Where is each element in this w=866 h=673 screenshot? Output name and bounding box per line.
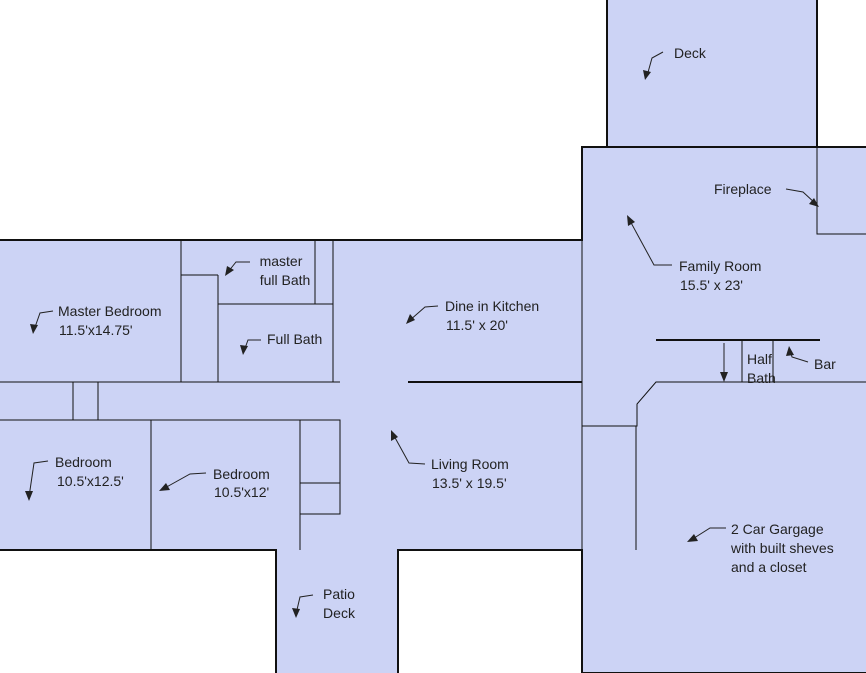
- label-patio-1: Patio: [323, 586, 355, 602]
- label-garage-1: 2 Car Gargage: [731, 521, 824, 537]
- label-bedroom-2-size: 10.5'x12': [214, 484, 269, 500]
- label-family-room-size: 15.5' x 23': [680, 277, 743, 293]
- floor-deck: [607, 0, 817, 147]
- wall-closets-east: [299, 419, 341, 550]
- arrow-deck: [646, 51, 664, 77]
- arrow-bedroom-1-head: [25, 491, 33, 501]
- arrow-bedroom-1: [28, 460, 49, 498]
- label-half-bath-2: Bath: [747, 370, 776, 386]
- label-family-room: Family Room: [679, 258, 761, 274]
- label-master-bedroom-size: 11.5'x14.75': [59, 322, 133, 338]
- arrow-patio-head: [292, 608, 300, 618]
- arrow-fireplace-head: [809, 198, 819, 207]
- label-master-bath-2: full Bath: [260, 272, 311, 288]
- wall-fireplace: [816, 147, 866, 235]
- leader-arrows: [25, 51, 819, 618]
- label-bar: Bar: [814, 356, 836, 372]
- label-garage-3: and a closet: [731, 559, 807, 575]
- wall-house-top: [0, 146, 866, 241]
- arrow-deck-head: [643, 70, 651, 80]
- label-deck: Deck: [674, 45, 707, 61]
- arrow-bedroom-2-head: [159, 483, 170, 491]
- label-patio-2: Deck: [323, 605, 356, 621]
- label-bedroom-1: Bedroom: [55, 454, 112, 470]
- floor-main: [0, 147, 866, 673]
- label-living-room-size: 13.5' x 19.5': [432, 475, 507, 491]
- arrow-family-room: [628, 218, 672, 266]
- arrow-kitchen: [408, 305, 439, 322]
- room-labels: Deck Fireplace Family Room 15.5' x 23' m…: [55, 45, 836, 621]
- interior-walls: [0, 147, 866, 550]
- arrow-bedroom-2: [162, 472, 207, 490]
- arrow-garage-head: [687, 534, 698, 542]
- arrow-master-bath-head: [225, 266, 234, 276]
- arrow-patio: [295, 594, 314, 615]
- arrow-bar-head: [786, 346, 794, 356]
- label-master-bedroom: Master Bedroom: [58, 303, 161, 319]
- label-garage-2: with built sheves: [730, 540, 834, 556]
- arrow-living-room: [392, 433, 426, 465]
- label-master-bath-1: master: [260, 253, 303, 269]
- wall-house-bottom: [0, 549, 277, 673]
- label-full-bath: Full Bath: [267, 331, 322, 347]
- label-kitchen: Dine in Kitchen: [445, 298, 539, 314]
- arrow-living-room-head: [391, 430, 398, 441]
- arrow-kitchen-head: [406, 314, 415, 324]
- arrow-garage: [690, 527, 726, 541]
- label-living-room: Living Room: [431, 456, 509, 472]
- arrow-fireplace: [785, 188, 817, 205]
- arrow-master-bed-head: [30, 324, 38, 334]
- arrow-full-bath-head: [240, 345, 248, 355]
- label-bedroom-2: Bedroom: [213, 466, 270, 482]
- label-half-bath-1: Half: [747, 351, 772, 367]
- wall-garage-north: [582, 381, 866, 427]
- arrow-master-bed: [33, 310, 54, 331]
- label-kitchen-size: 11.5' x 20': [446, 317, 508, 333]
- arrow-half-bath-head: [720, 372, 728, 382]
- arrow-family-room-head: [627, 215, 635, 226]
- label-fireplace: Fireplace: [714, 181, 772, 197]
- label-bedroom-1-size: 10.5'x12.5': [57, 473, 124, 489]
